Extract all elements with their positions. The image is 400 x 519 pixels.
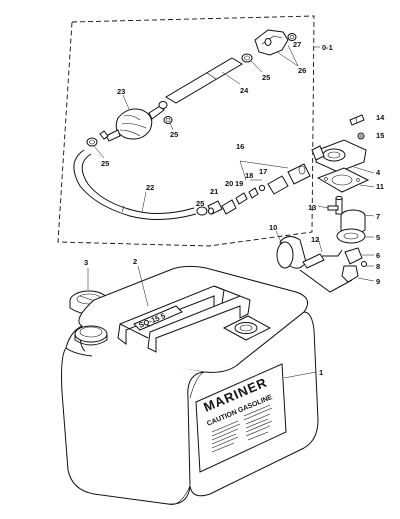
primer-bulb bbox=[105, 94, 168, 142]
callout-4: 4 bbox=[376, 168, 381, 177]
screw bbox=[349, 114, 365, 140]
callout-15: 15 bbox=[376, 131, 384, 140]
pickup-port bbox=[222, 315, 272, 341]
callout-10: 10 bbox=[269, 223, 277, 232]
callout-20: 20 bbox=[225, 179, 233, 188]
fuel-hose-upper bbox=[165, 57, 243, 104]
callout-19: 19 bbox=[235, 179, 243, 188]
filler-neck bbox=[74, 325, 108, 346]
callout-11: 11 bbox=[376, 182, 384, 191]
pickup-tube bbox=[317, 195, 343, 215]
float-gauge-body bbox=[336, 209, 375, 244]
callout-2: 2 bbox=[133, 257, 137, 266]
callout-25-valve: 25 bbox=[196, 199, 204, 208]
callout-9: 9 bbox=[376, 277, 380, 286]
callout-7: 7 bbox=[376, 212, 380, 221]
callout-25-bulb-right: 25 bbox=[170, 130, 178, 139]
callout-27: 27 bbox=[293, 40, 301, 49]
hose-clamp bbox=[208, 207, 214, 215]
callout-16: 16 bbox=[236, 142, 244, 151]
float bbox=[275, 230, 307, 269]
callout-0-1: 0-1 bbox=[322, 43, 333, 52]
callout-25-bulb-left: 25 bbox=[101, 159, 109, 168]
callout-22: 22 bbox=[146, 183, 154, 192]
callout-12: 12 bbox=[311, 235, 319, 244]
pickup-gasket bbox=[316, 167, 375, 193]
callout-25-connector: 25 bbox=[262, 73, 270, 82]
kit-boundary bbox=[57, 15, 315, 247]
callout-6: 6 bbox=[376, 251, 380, 260]
callout-21: 21 bbox=[210, 187, 218, 196]
callout-26: 26 bbox=[298, 66, 306, 75]
pickup-cover bbox=[311, 139, 375, 174]
hose-clamp bbox=[241, 53, 263, 73]
callout-13: 13 bbox=[308, 203, 316, 212]
callout-3: 3 bbox=[84, 258, 88, 267]
callout-8: 8 bbox=[376, 262, 380, 271]
callout-18: 18 bbox=[245, 171, 253, 180]
callout-5: 5 bbox=[376, 233, 380, 242]
callout-17: 17 bbox=[259, 167, 267, 176]
callout-23: 23 bbox=[117, 87, 125, 96]
o-ring-27 bbox=[287, 33, 297, 41]
hose-clamp bbox=[163, 116, 174, 131]
float-arm bbox=[341, 247, 375, 283]
hose-clamp bbox=[86, 130, 109, 159]
callout-14: 14 bbox=[376, 113, 385, 122]
fuel-connector bbox=[254, 29, 299, 67]
callout-24: 24 bbox=[240, 86, 249, 95]
callout-1: 1 bbox=[319, 368, 323, 377]
float-rod bbox=[299, 237, 353, 293]
check-valve-assembly bbox=[221, 160, 311, 215]
fuel-hose-lower bbox=[73, 149, 197, 221]
